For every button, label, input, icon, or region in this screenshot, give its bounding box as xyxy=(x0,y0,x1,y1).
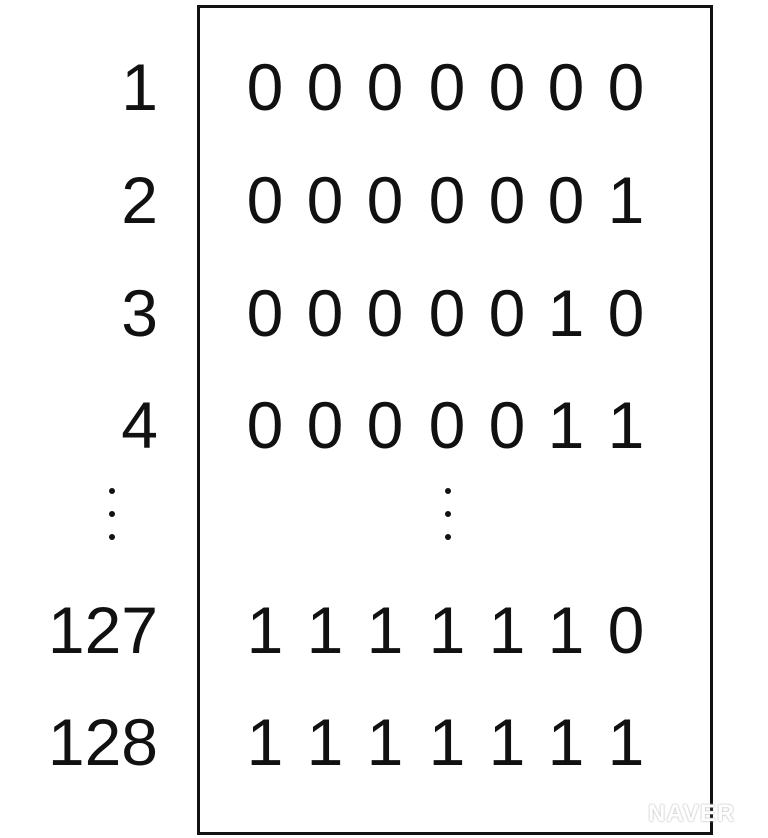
bit-cell: 0 xyxy=(366,163,404,237)
bit-cell: 1 xyxy=(607,705,645,779)
bit-cell: 0 xyxy=(488,163,526,237)
bit-cell: 1 xyxy=(547,705,585,779)
bit-cell: 0 xyxy=(488,276,526,350)
watermark: NAVER xyxy=(648,800,736,827)
bit-cell: 0 xyxy=(366,50,404,124)
bit-cell: 1 xyxy=(607,388,645,462)
row-label-ellipsis-icon xyxy=(107,488,117,557)
bit-cell: 0 xyxy=(366,388,404,462)
bit-cell: 1 xyxy=(246,705,284,779)
bit-cell: 0 xyxy=(246,388,284,462)
bit-cell: 1 xyxy=(366,593,404,667)
bit-cell: 1 xyxy=(547,388,585,462)
bit-cell: 1 xyxy=(488,705,526,779)
bit-table-frame xyxy=(197,5,713,835)
bit-cell: 0 xyxy=(246,50,284,124)
bit-cell: 1 xyxy=(366,705,404,779)
row-number: 4 xyxy=(121,388,158,462)
bit-cell: 0 xyxy=(488,50,526,124)
bit-cell: 0 xyxy=(246,276,284,350)
bit-cell: 0 xyxy=(246,163,284,237)
row-number: 2 xyxy=(121,163,158,237)
bit-cell: 0 xyxy=(428,50,466,124)
bit-cell: 1 xyxy=(246,593,284,667)
row-number: 128 xyxy=(47,705,158,779)
bit-cell: 1 xyxy=(306,705,344,779)
bit-cell: 0 xyxy=(306,50,344,124)
bit-cell: 0 xyxy=(428,388,466,462)
bit-cell: 0 xyxy=(547,50,585,124)
bit-cell: 0 xyxy=(607,50,645,124)
bit-cell: 0 xyxy=(366,276,404,350)
bits-ellipsis-icon xyxy=(443,488,453,557)
bit-cell: 0 xyxy=(306,276,344,350)
bit-cell: 0 xyxy=(547,163,585,237)
row-number: 3 xyxy=(121,276,158,350)
bit-cell: 0 xyxy=(428,163,466,237)
bit-cell: 1 xyxy=(306,593,344,667)
bit-cell: 1 xyxy=(488,593,526,667)
bit-cell: 0 xyxy=(306,388,344,462)
bit-cell: 0 xyxy=(428,276,466,350)
bit-cell: 0 xyxy=(607,593,645,667)
bit-cell: 1 xyxy=(428,593,466,667)
bit-cell: 1 xyxy=(607,163,645,237)
bit-cell: 1 xyxy=(428,705,466,779)
bit-cell: 1 xyxy=(547,593,585,667)
bit-cell: 1 xyxy=(547,276,585,350)
row-number: 1 xyxy=(121,50,158,124)
bit-cell: 0 xyxy=(488,388,526,462)
row-number: 127 xyxy=(47,593,158,667)
bit-cell: 0 xyxy=(306,163,344,237)
bit-cell: 0 xyxy=(607,276,645,350)
